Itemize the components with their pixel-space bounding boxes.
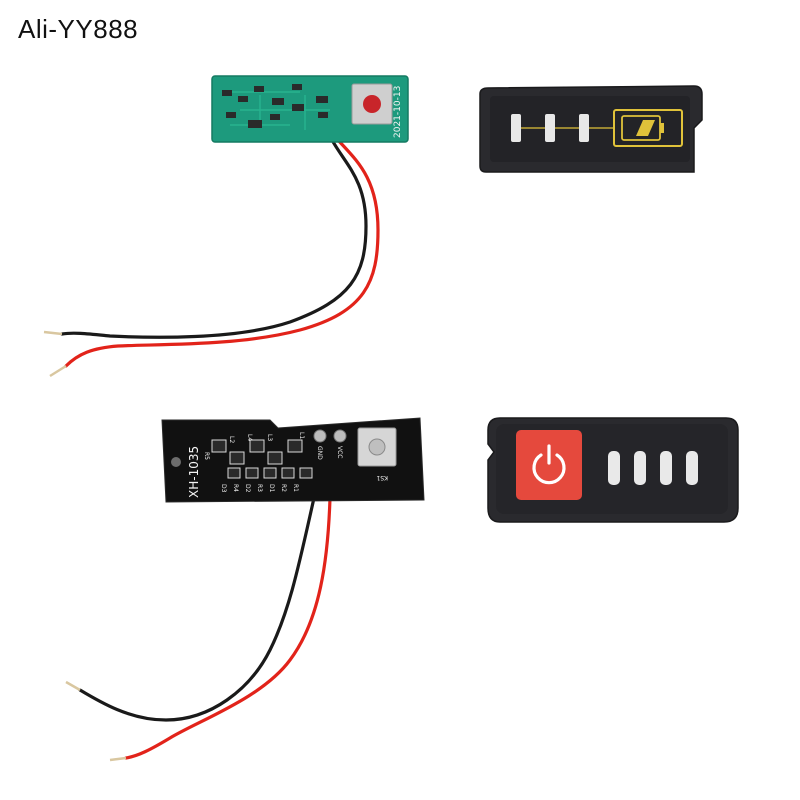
- gnd-pad-label: GND: [316, 446, 323, 460]
- black-pcb-black-wire-tip: [65, 680, 81, 692]
- power-segment-3: [660, 451, 672, 485]
- power-segment-2: [634, 451, 646, 485]
- ref-label-l3: L3: [266, 434, 273, 441]
- pcb-led-icon: [171, 457, 181, 467]
- black-pcb-model: XH-1035: [187, 446, 201, 498]
- watermark: Ali-YY888: [18, 14, 139, 44]
- black-pcb-module: XH-1035 L2 R5 L3 L4 L1 D3 R4 D2 R3 D1 R2…: [65, 417, 425, 762]
- vcc-pad: [333, 429, 347, 443]
- red-wire-tip: [49, 364, 67, 378]
- battery-indicator-cover: [479, 85, 703, 173]
- ref-label-d2: D2: [244, 484, 251, 493]
- black-pcb-black-wire: [78, 496, 316, 722]
- vcc-pad-label: VCC: [336, 446, 343, 458]
- ref-label-d3: D3: [220, 484, 227, 493]
- power-segment-4: [686, 451, 698, 485]
- green-pcb-black-wire: [60, 138, 368, 339]
- red-button-icon: [363, 95, 381, 113]
- ref-label-r3: R3: [256, 484, 263, 492]
- battery-segment-3: [579, 114, 589, 142]
- ref-label-l4: L4: [246, 434, 253, 441]
- ref-label-l2: L2: [228, 436, 235, 443]
- black-pcb-red-wire-tip: [109, 756, 127, 762]
- ref-label-r5: R5: [203, 452, 210, 460]
- switch-ref-label: KS1: [376, 474, 388, 481]
- green-pcb-date-code: 2021-10-13: [393, 86, 403, 138]
- battery-icon: [613, 109, 683, 147]
- gnd-pad: [313, 429, 327, 443]
- ref-label-d1: D1: [268, 484, 275, 493]
- battery-segment-1: [511, 114, 521, 142]
- black-wire-tip: [43, 330, 63, 336]
- power-icon: [532, 444, 566, 485]
- battery-segment-2: [545, 114, 555, 142]
- green-pcb-module: 2021-10-13: [43, 75, 409, 378]
- green-pcb-red-wire: [64, 138, 380, 368]
- power-button-cover: [487, 417, 739, 523]
- black-pcb-red-wire: [124, 496, 332, 760]
- ref-label-r1: R1: [292, 484, 299, 492]
- ref-label-l1: L1: [298, 432, 305, 439]
- power-button: [516, 430, 582, 500]
- ref-label-r2: R2: [280, 484, 287, 492]
- ref-label-r4: R4: [232, 484, 239, 492]
- power-segment-1: [608, 451, 620, 485]
- switch-button-icon: [368, 438, 386, 456]
